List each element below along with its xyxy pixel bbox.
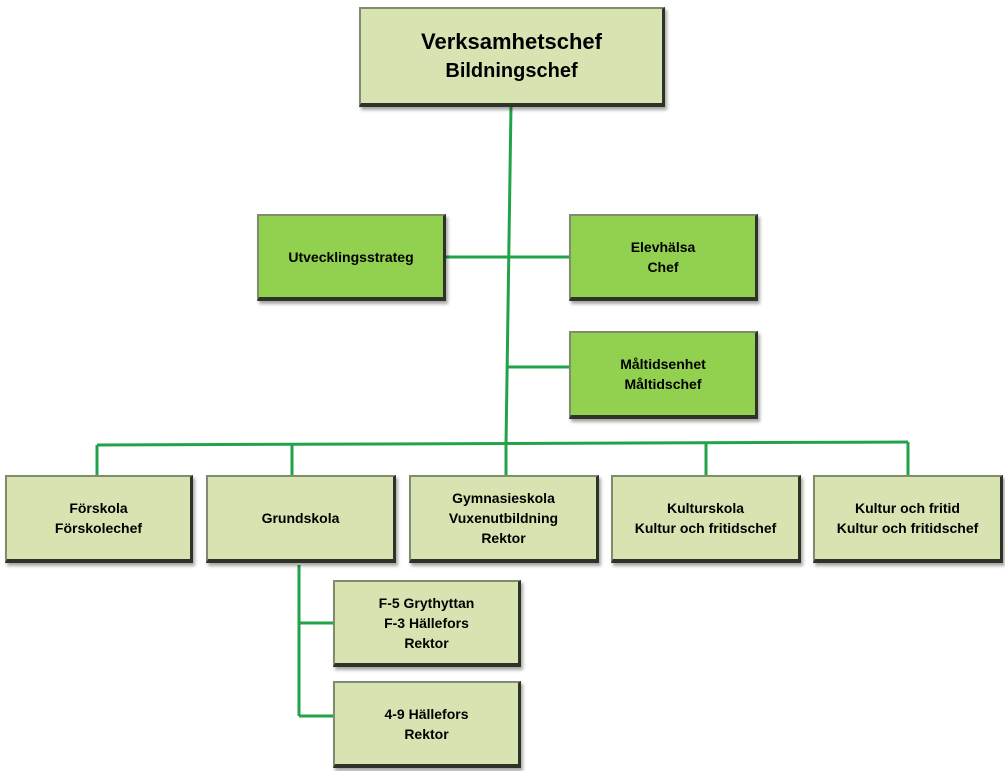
hallefors-rektor-role: Rektor	[404, 725, 449, 742]
vuxenutbildning-label: Vuxenutbildning	[448, 510, 559, 526]
hallefors-4-9-label: 4-9 Hällefors	[384, 705, 469, 722]
elevhalsa-role: Chef	[647, 258, 679, 275]
maltidschef-role: Måltidschef	[624, 376, 702, 392]
box-maltidsenhet: Måltidsenhet Måltidschef	[569, 331, 758, 419]
box-gymnasieskola: Gymnasieskola Vuxenutbildning Rektor	[409, 475, 599, 563]
kultur-och-fritid-label: Kultur och fritid	[855, 500, 960, 516]
box-utvecklingsstrateg: Utvecklingsstrateg	[257, 214, 446, 301]
units-horizontal-line	[96, 440, 909, 447]
box-elevhalsa: Elevhälsa Chef	[569, 214, 758, 301]
box-f5-grythyttan: F-5 Grythyttan F-3 Hällefors Rektor	[333, 580, 521, 667]
f3-hallefors-label: F-3 Hällefors	[384, 614, 469, 631]
trunk-line	[504, 104, 513, 446]
f5-rektor-role: Rektor	[404, 634, 449, 651]
kulturskola-label: Kulturskola	[666, 500, 744, 516]
box-4-9-hallefors: 4-9 Hällefors Rektor	[333, 681, 521, 768]
utvecklingsstrateg-label: Utvecklingsstrateg	[288, 248, 414, 265]
kultur-och-fritidschef-role: Kultur och fritidschef	[836, 520, 979, 536]
box-kulturskola: Kulturskola Kultur och fritidschef	[611, 475, 801, 563]
box-forskola: Förskola Förskolechef	[5, 475, 193, 563]
f5-grythyttan-label: F-5 Grythyttan	[378, 594, 475, 611]
box-verksamhetschef: Verksamhetschef Bildningschef	[359, 7, 665, 107]
maltidsenhet-label: Måltidsenhet	[620, 356, 706, 372]
gymnasieskola-label: Gymnasieskola	[452, 490, 555, 506]
bildningschef-title: Bildningschef	[445, 60, 578, 82]
gymnasie-rektor-role: Rektor	[481, 530, 526, 546]
box-grundskola: Grundskola	[206, 475, 396, 563]
elevhalsa-label: Elevhälsa	[630, 238, 696, 255]
forskolechef-role: Förskolechef	[54, 520, 143, 536]
box-kultur-och-fritid: Kultur och fritid Kultur och fritidschef	[813, 475, 1003, 563]
grundskola-label: Grundskola	[261, 510, 340, 526]
verksamhetschef-title: Verksamhetschef	[421, 29, 602, 54]
kulturskola-chef-role: Kultur och fritidschef	[634, 520, 777, 536]
forskola-label: Förskola	[69, 500, 128, 516]
